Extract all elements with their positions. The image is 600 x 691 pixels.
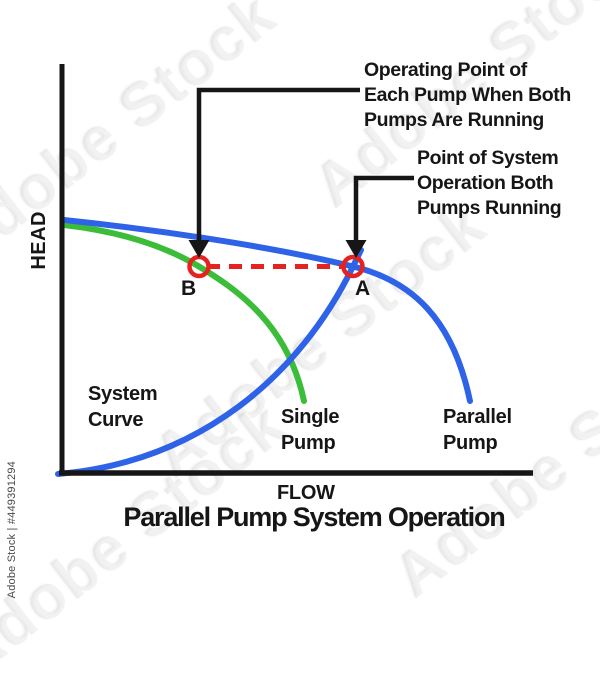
annotation-system-operation: Point of System Operation Both Pumps Run…: [417, 146, 562, 221]
x-axis-label: FLOW: [277, 482, 335, 504]
y-axis-label: HEAD: [28, 211, 50, 270]
system-curve-label: System Curve: [88, 381, 158, 433]
point-a-label: A: [355, 277, 371, 300]
label-line: Pump: [443, 432, 498, 454]
annotation-line: Point of System: [417, 147, 559, 169]
parallel-pump-label: Parallel Pump: [443, 404, 512, 456]
arrow-to-point-b: [188, 87, 360, 258]
label-line: System: [88, 383, 158, 405]
diagram-svg: [55, 64, 533, 477]
annotation-line: Operation Both: [417, 172, 554, 194]
label-line: Curve: [88, 409, 144, 431]
system-curve: [55, 247, 364, 477]
point-b-label: B: [181, 277, 197, 300]
annotation-line: Operating Point of: [364, 59, 527, 81]
label-line: Pump: [281, 432, 336, 454]
point-a-marker: [341, 254, 365, 279]
annotation-operating-point: Operating Point of Each Pump When Both P…: [364, 58, 571, 133]
single-pump-label: Single Pump: [281, 404, 340, 456]
parallel-pump-curve: [61, 217, 473, 404]
label-line: Single: [281, 406, 340, 428]
single-pump-curve: [61, 222, 307, 404]
arrowhead-a-icon: [345, 240, 367, 258]
arrow-to-point-a: [345, 175, 414, 258]
annotation-line: Pumps Are Running: [364, 109, 544, 131]
label-line: Parallel: [443, 406, 512, 428]
stock-id-watermark: Adobe Stock | #449391294: [6, 460, 18, 598]
arrowhead-b-icon: [188, 240, 210, 258]
annotation-line: Pumps Running: [417, 197, 562, 219]
figure-title: Parallel Pump System Operation: [123, 502, 505, 532]
annotation-line: Each Pump When Both: [364, 84, 571, 106]
